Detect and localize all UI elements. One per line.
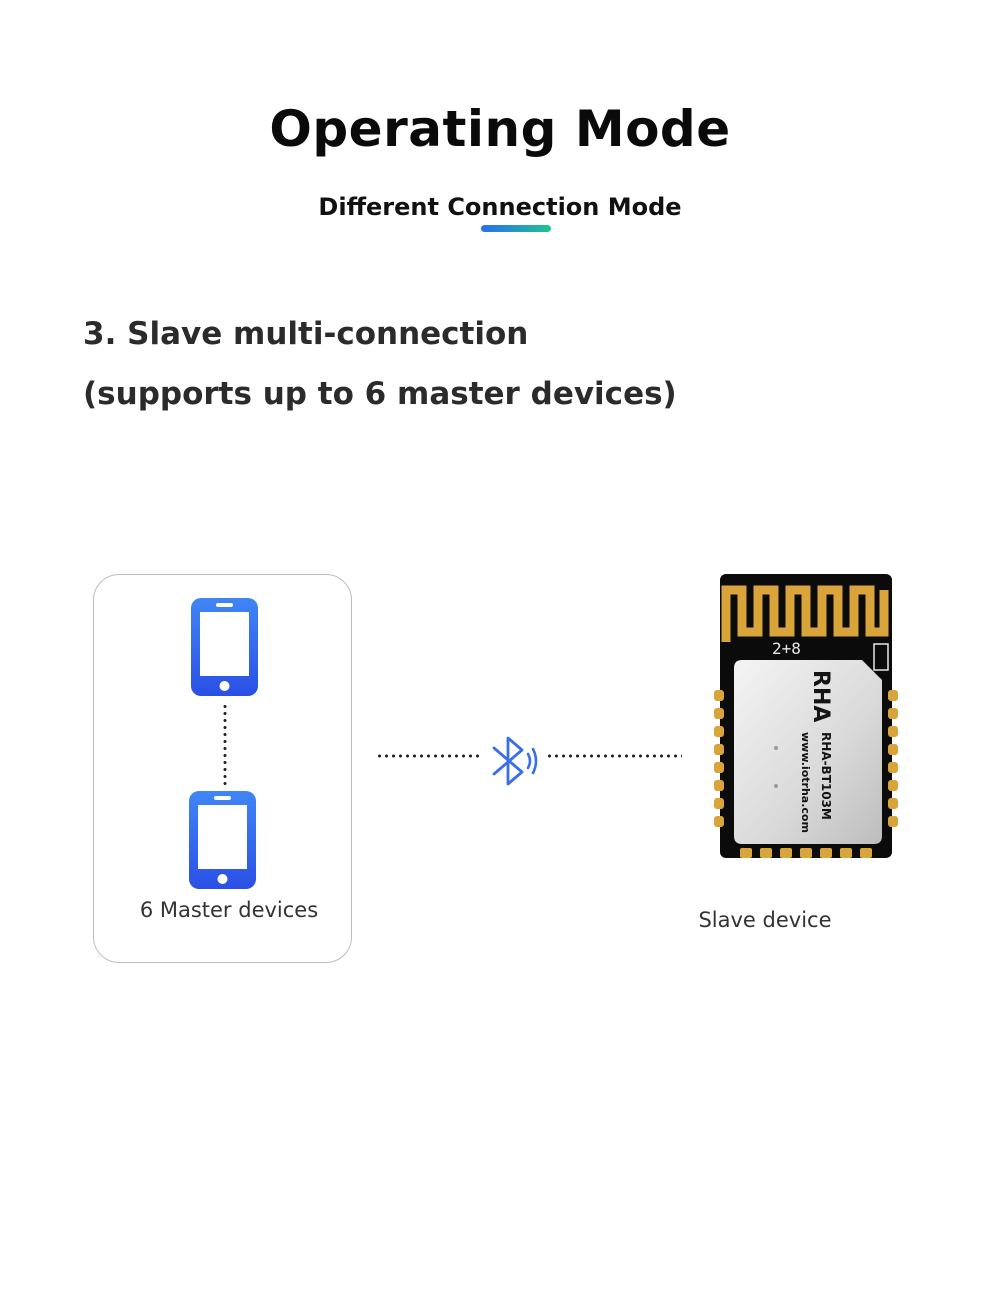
page-title: Operating Mode bbox=[269, 100, 731, 158]
master-devices-label: 6 Master devices bbox=[139, 898, 319, 922]
module-brand: RHA bbox=[808, 670, 833, 722]
subtitle-underline bbox=[481, 225, 551, 232]
section-heading: 3. Slave multi-connection bbox=[83, 316, 529, 352]
module-model: RHA-BT103M bbox=[819, 732, 833, 820]
bluetooth-icon bbox=[492, 736, 538, 786]
slave-device-label: Slave device bbox=[698, 908, 832, 932]
connector-dots-right bbox=[546, 754, 682, 758]
phone-icon bbox=[189, 791, 256, 889]
master-devices-box bbox=[93, 574, 352, 963]
connector-dots-left bbox=[376, 754, 480, 758]
module-silkscreen: 2+8 bbox=[772, 639, 801, 658]
connector-dots-vertical bbox=[223, 703, 227, 785]
bluetooth-module-image: 2+8 bbox=[714, 574, 898, 858]
page-subtitle: Different Connection Mode bbox=[318, 193, 682, 221]
section-subheading: (supports up to 6 master devices) bbox=[83, 376, 677, 412]
module-url: www.iotrha.com bbox=[799, 732, 812, 833]
phone-icon bbox=[191, 598, 258, 696]
